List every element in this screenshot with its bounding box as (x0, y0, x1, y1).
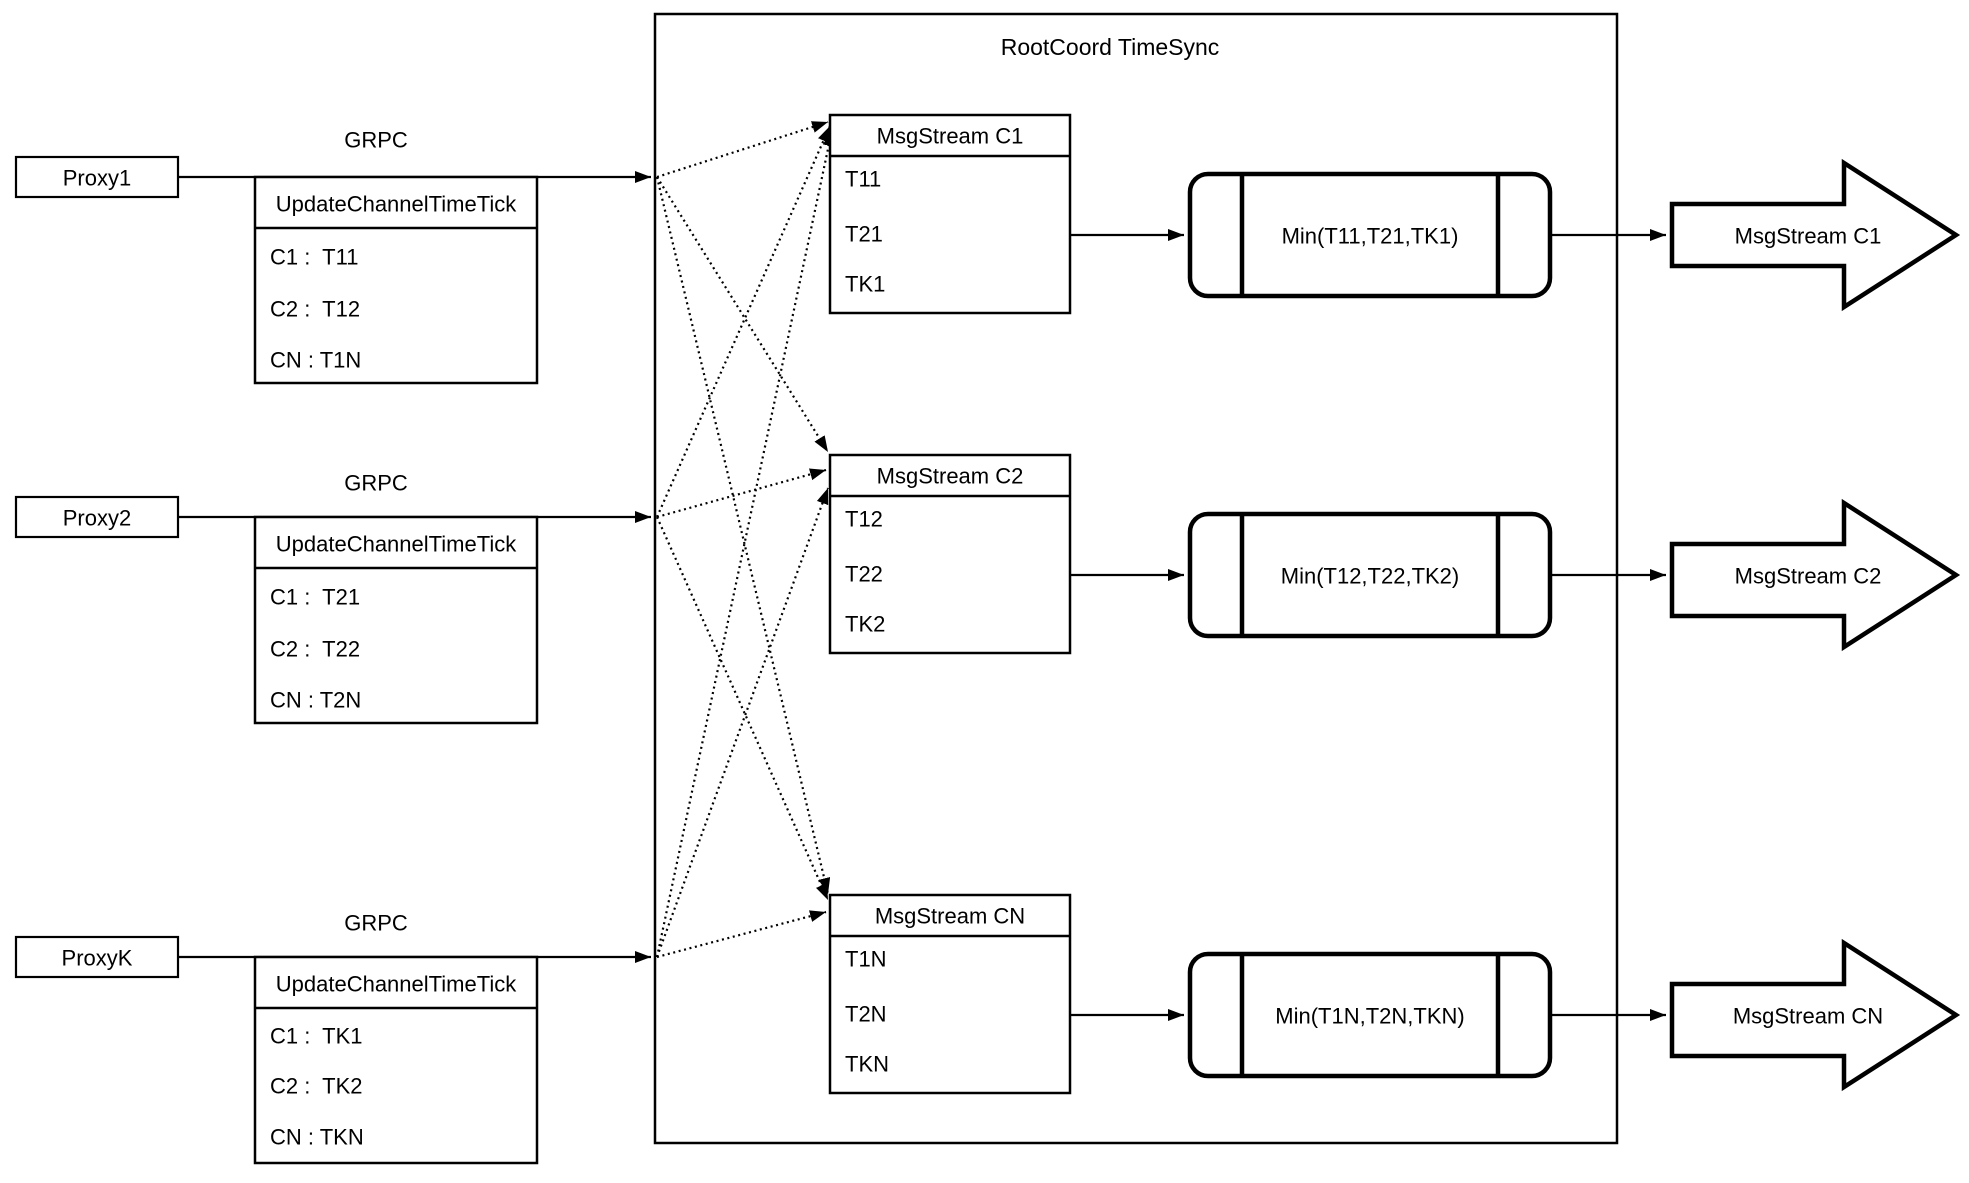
proxy1-group: GRPC Proxy1 UpdateChannelTimeTick C1 : T… (14, 128, 651, 385)
proxy2-group: GRPC Proxy2 UpdateChannelTimeTick C1 : T… (14, 471, 651, 725)
proxy-label: Proxy2 (63, 506, 131, 531)
msgstream-buffer-table (828, 113, 1072, 315)
edge-proxyk-msgstream-c2 (655, 487, 830, 958)
timetick-row: C2 : T12 (270, 297, 360, 322)
timetick-row: CN : T2N (270, 688, 361, 713)
rootcoord-frame (653, 12, 1619, 1145)
edge-proxy2-msgstream-c2 (656, 468, 827, 519)
buffer-row: TK2 (845, 612, 885, 637)
timetick-fanout-edges (655, 120, 835, 959)
timetick-row: CN : TKN (270, 1125, 364, 1150)
proxy-box (14, 495, 180, 539)
buffer-row: T2N (845, 1002, 887, 1027)
timetick-row: C1 : TK1 (270, 1024, 363, 1049)
edge-proxy2-msgstream-cn (655, 516, 830, 901)
timetick-table (253, 955, 539, 1165)
rootcoord-title: RootCoord TimeSync (1001, 34, 1220, 60)
output-stream-label: MsgStream C1 (1735, 224, 1882, 249)
timetick-table-title: UpdateChannelTimeTick (276, 972, 517, 997)
min-label: Min(T11,T21,TK1) (1282, 224, 1459, 249)
buffer-row: T12 (845, 507, 883, 532)
timetick-table (253, 515, 539, 725)
buffer-row: TKN (845, 1052, 889, 1077)
min-label: Min(T1N,T2N,TKN) (1275, 1004, 1464, 1029)
channel-c2-row: MsgStream C2 T12 T22 TK2 Min(T12,T22,TK2… (828, 453, 1961, 655)
edge-proxyk-msgstream-c1 (655, 129, 835, 958)
buffer-row: T22 (845, 562, 883, 587)
timetick-table (253, 175, 539, 385)
edge-proxy1-msgstream-c1 (656, 120, 829, 179)
output-stream-arrow (1669, 158, 1961, 312)
grpc-label: GRPC (344, 128, 408, 153)
min-label: Min(T12,T22,TK2) (1281, 564, 1460, 589)
channel-cn-row: MsgStream CN T1N T2N TKN Min(T1N,T2N,TKN… (828, 893, 1961, 1095)
grpc-label: GRPC (344, 471, 408, 496)
edge-proxy1-msgstream-c2 (656, 176, 829, 453)
buffer-row: T11 (845, 167, 881, 192)
proxy-label: Proxy1 (63, 166, 131, 191)
buffer-row: T21 (845, 222, 883, 247)
timetick-table-title: UpdateChannelTimeTick (276, 532, 517, 557)
grpc-label: GRPC (344, 911, 408, 936)
output-stream-label: MsgStream CN (1733, 1004, 1883, 1029)
buffer-row: T1N (845, 947, 887, 972)
timetick-table-title: UpdateChannelTimeTick (276, 192, 517, 217)
rootcoord-container: RootCoord TimeSync (653, 12, 1619, 1145)
channel-c1-row: MsgStream C1 T11 T21 TK1 Min(T11,T21,TK1… (828, 113, 1961, 315)
buffer-row: TK1 (845, 272, 885, 297)
timetick-row: C2 : T22 (270, 637, 360, 662)
timetick-row: C1 : T21 (270, 585, 360, 610)
msgstream-buffer-title: MsgStream C1 (877, 124, 1024, 149)
output-stream-arrow (1669, 498, 1961, 652)
msgstream-buffer-table (828, 453, 1072, 655)
timetick-row: C2 : TK2 (270, 1074, 363, 1099)
edge-proxy1-msgstream-cn (655, 176, 831, 895)
proxy-box (14, 155, 180, 199)
msgstream-buffer-title: MsgStream CN (875, 904, 1025, 929)
proxy-label: ProxyK (62, 946, 133, 971)
output-stream-label: MsgStream C2 (1735, 564, 1882, 589)
msgstream-buffer-table (828, 893, 1072, 1095)
proxyk-group: GRPC ProxyK UpdateChannelTimeTick C1 : T… (14, 911, 651, 1165)
edge-proxy2-msgstream-c1 (655, 125, 832, 518)
timetick-row: C1 : T11 (270, 245, 358, 270)
output-stream-arrow (1669, 938, 1961, 1092)
proxy-box (14, 935, 180, 979)
timetick-row: CN : T1N (270, 348, 361, 373)
edge-proxyk-msgstream-cn (656, 910, 827, 959)
msgstream-buffer-title: MsgStream C2 (877, 464, 1024, 489)
